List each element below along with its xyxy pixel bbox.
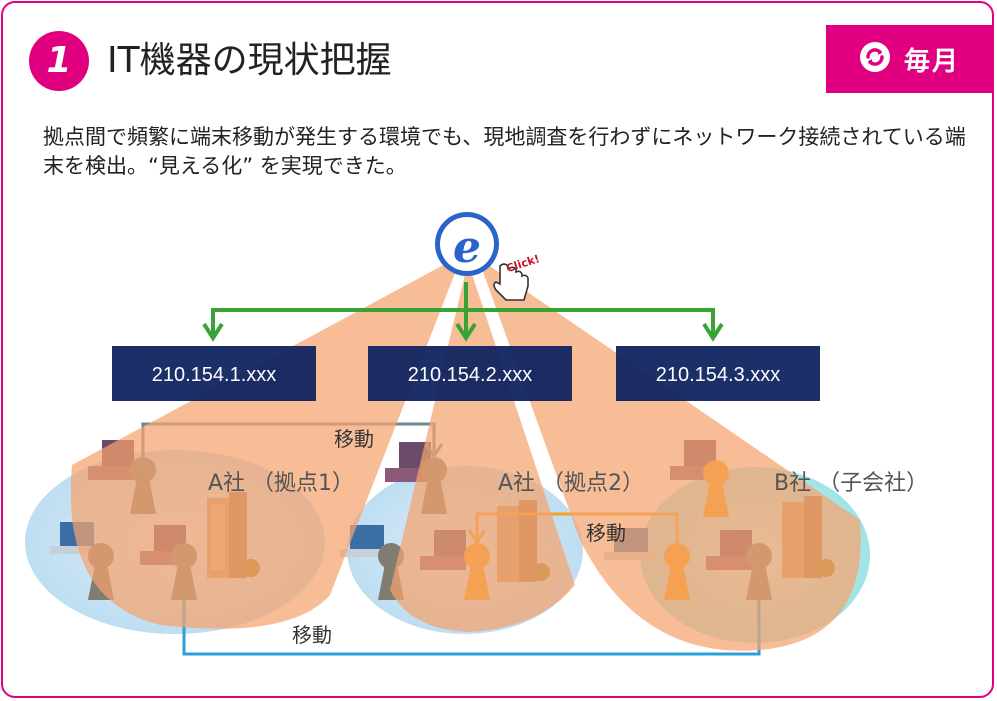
page-title: IT機器の現状把握 — [107, 40, 392, 81]
app-logo-letter: e — [453, 222, 481, 273]
site-labels: A社 （拠点1） A社 （拠点2） B社 （子会社） — [208, 471, 928, 496]
laptop-icon — [340, 525, 392, 557]
scan-beam-1 — [70, 255, 462, 629]
distribution-arrows — [202, 282, 724, 342]
subnet-box-1 — [112, 346, 316, 401]
site-label-3: B社 （子会社） — [774, 471, 928, 496]
subnet-label-3: 210.154.3.xxx — [656, 364, 781, 386]
move-label-1: 移動 — [334, 427, 374, 451]
hand-cursor-icon — [493, 263, 529, 301]
step-number-badge: 1 — [29, 31, 89, 91]
move-labels: 移動 移動 移動 — [292, 427, 626, 647]
subnet-box-2 — [368, 346, 572, 401]
site-label-1: A社 （拠点1） — [208, 471, 354, 496]
scan-beam-3 — [478, 258, 861, 651]
subnet-label-1: 210.154.1.xxx — [152, 364, 277, 386]
cycle-icon — [858, 40, 892, 78]
click-label: Click! — [504, 252, 541, 275]
site-label-2: A社 （拠点2） — [498, 471, 644, 496]
scan-beam-2 — [390, 262, 575, 632]
subnet-boxes: 210.154.1.xxx 210.154.2.xxx 210.154.3.xx… — [112, 346, 820, 401]
description-text: 拠点間で頻繁に端末移動が発生する環境でも、現地調査を行わずにネットワーク接続され… — [43, 125, 966, 178]
move-label-2: 移動 — [586, 521, 626, 545]
subnet-box-3 — [616, 346, 820, 401]
frequency-label: 毎月 — [903, 46, 960, 77]
frequency-badge: 毎月 — [826, 25, 992, 93]
move-label-3: 移動 — [292, 623, 332, 647]
app-logo-icon[interactable]: e — [435, 212, 499, 276]
scan-beams — [70, 255, 861, 651]
subnet-label-2: 210.154.2.xxx — [408, 364, 533, 386]
